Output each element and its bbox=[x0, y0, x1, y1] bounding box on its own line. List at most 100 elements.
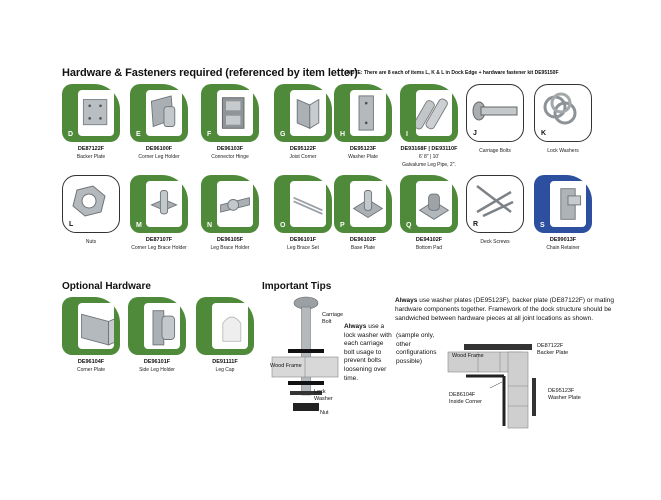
item-description: Leg Cap bbox=[215, 367, 235, 373]
corner-plate-icon bbox=[81, 313, 114, 346]
hardware-item: N DE96105F Leg Brace Holder bbox=[201, 175, 267, 251]
item-description: Bottom Pad bbox=[415, 245, 443, 251]
item-code: DE95123F bbox=[349, 146, 377, 152]
hardware-tile bbox=[128, 297, 186, 355]
leg-brace-holder-icon bbox=[220, 197, 250, 213]
corner-brace-holder-icon bbox=[150, 190, 178, 215]
deck-screw-icon bbox=[476, 185, 514, 218]
washer-plate-shape bbox=[532, 378, 536, 416]
tip-lock-washer-text: Always use a lock washer with each carri… bbox=[344, 323, 392, 382]
item-description-2: Galvalume Leg Pipe, 2". bbox=[402, 162, 456, 168]
hardware-tile: K bbox=[534, 84, 592, 142]
item-code: DE94102F bbox=[415, 237, 443, 243]
hardware-tile: I bbox=[400, 84, 458, 142]
hardware-tile: G bbox=[274, 84, 332, 142]
item-description: Connector Hinge bbox=[211, 154, 249, 160]
hardware-item: D DE87122F Backer Plate bbox=[62, 84, 128, 160]
base-plate-icon bbox=[352, 190, 384, 219]
hardware-tile: J bbox=[466, 84, 524, 142]
item-code: DE96100F bbox=[145, 146, 173, 152]
item-code: DE95122F bbox=[289, 146, 317, 152]
nut-label: Nut bbox=[320, 410, 329, 416]
item-code: DE96101F bbox=[289, 237, 317, 243]
item-description: Leg Brace Holder bbox=[210, 245, 250, 251]
hardware-tile: L bbox=[62, 175, 120, 233]
item-letter: S bbox=[540, 222, 545, 229]
item-code: DE96105F bbox=[216, 237, 244, 243]
corner-joint-diagram bbox=[447, 344, 536, 429]
wood-frame-label-2: Wood Frame bbox=[452, 353, 484, 359]
chain-retainer-icon bbox=[560, 188, 582, 220]
item-letter: F bbox=[207, 131, 212, 138]
item-letter: Q bbox=[406, 222, 412, 229]
item-letter: H bbox=[340, 131, 346, 138]
hardware-item: Q DE94102F Bottom Pad bbox=[400, 175, 466, 251]
wood-frame-label: Wood Frame bbox=[270, 363, 302, 369]
hardware-heading: Hardware & Fasteners required (reference… bbox=[62, 67, 358, 79]
backer-plate-shape bbox=[464, 344, 532, 350]
item-letter: L bbox=[69, 221, 74, 228]
item-description: Side Leg Holder bbox=[139, 367, 175, 373]
item-description: Joist Corner bbox=[289, 154, 317, 160]
connector-hinge-icon bbox=[221, 97, 245, 129]
hardware-note: NOTE: There are 8 each of items L, K & L… bbox=[347, 70, 559, 76]
corner-leg-holder-icon bbox=[150, 95, 176, 128]
item-code: DE99013F bbox=[549, 237, 577, 243]
hardware-tile: M bbox=[130, 175, 188, 233]
item-code: DE93168F | DE93110F bbox=[400, 146, 458, 152]
hardware-tile: N bbox=[201, 175, 259, 233]
item-description: Base Plate bbox=[350, 245, 376, 251]
item-description: Backer Plate bbox=[76, 154, 106, 160]
bottom-pad-icon bbox=[418, 193, 450, 220]
hardware-item: DE96104F Corner Plate bbox=[62, 297, 128, 373]
leg-brace-set-icon bbox=[293, 196, 323, 215]
item-code: DE96103F bbox=[216, 146, 244, 152]
hardware-tile: Q bbox=[400, 175, 458, 233]
tip-sample-note: (sample only, other configurations possi… bbox=[396, 332, 437, 365]
carriage-bolt-icon bbox=[472, 101, 518, 121]
item-description: Corner Leg Holder bbox=[138, 154, 180, 160]
optional-heading: Optional Hardware bbox=[62, 281, 151, 292]
item-description: Corner Leg Brace Holder bbox=[131, 245, 187, 251]
hardware-item: F DE96103F Connector Hinge bbox=[201, 84, 267, 160]
item-letter: G bbox=[280, 131, 286, 138]
item-letter: P bbox=[340, 222, 345, 229]
item-letter: I bbox=[406, 131, 408, 138]
hardware-tile: O bbox=[274, 175, 332, 233]
nut-shape bbox=[293, 403, 319, 411]
joist-corner-icon bbox=[296, 98, 320, 130]
item-code: DE96101F bbox=[143, 359, 171, 365]
item-description: 6' 8" | 10' bbox=[418, 154, 440, 160]
tip-washer-plate-text: Always use washer plates (DE95123F), bac… bbox=[395, 297, 614, 322]
hardware-tile: D bbox=[62, 84, 120, 142]
hardware-tile bbox=[196, 297, 254, 355]
item-code: DE87122F bbox=[77, 146, 105, 152]
leg-pipe-icon bbox=[416, 98, 448, 130]
hardware-tile bbox=[62, 297, 120, 355]
hardware-tile: P bbox=[334, 175, 392, 233]
tips-heading: Important Tips bbox=[262, 281, 332, 292]
item-code: DE96104F bbox=[77, 359, 105, 365]
hardware-tile: E bbox=[130, 84, 188, 142]
hardware-item: P DE96102F Base Plate bbox=[334, 175, 400, 251]
item-description: Corner Plate bbox=[76, 367, 106, 373]
hardware-item: DE96101F Side Leg Holder bbox=[128, 297, 194, 373]
nut-icon bbox=[72, 185, 106, 217]
item-code: DE96102F bbox=[349, 237, 377, 243]
item-letter: J bbox=[473, 130, 477, 137]
lock-washer-shape bbox=[290, 391, 322, 395]
item-description: Deck Screws bbox=[480, 239, 510, 245]
hardware-item: I DE93168F | DE93110F 6' 8" | 10' Galvalume… bbox=[400, 84, 466, 168]
